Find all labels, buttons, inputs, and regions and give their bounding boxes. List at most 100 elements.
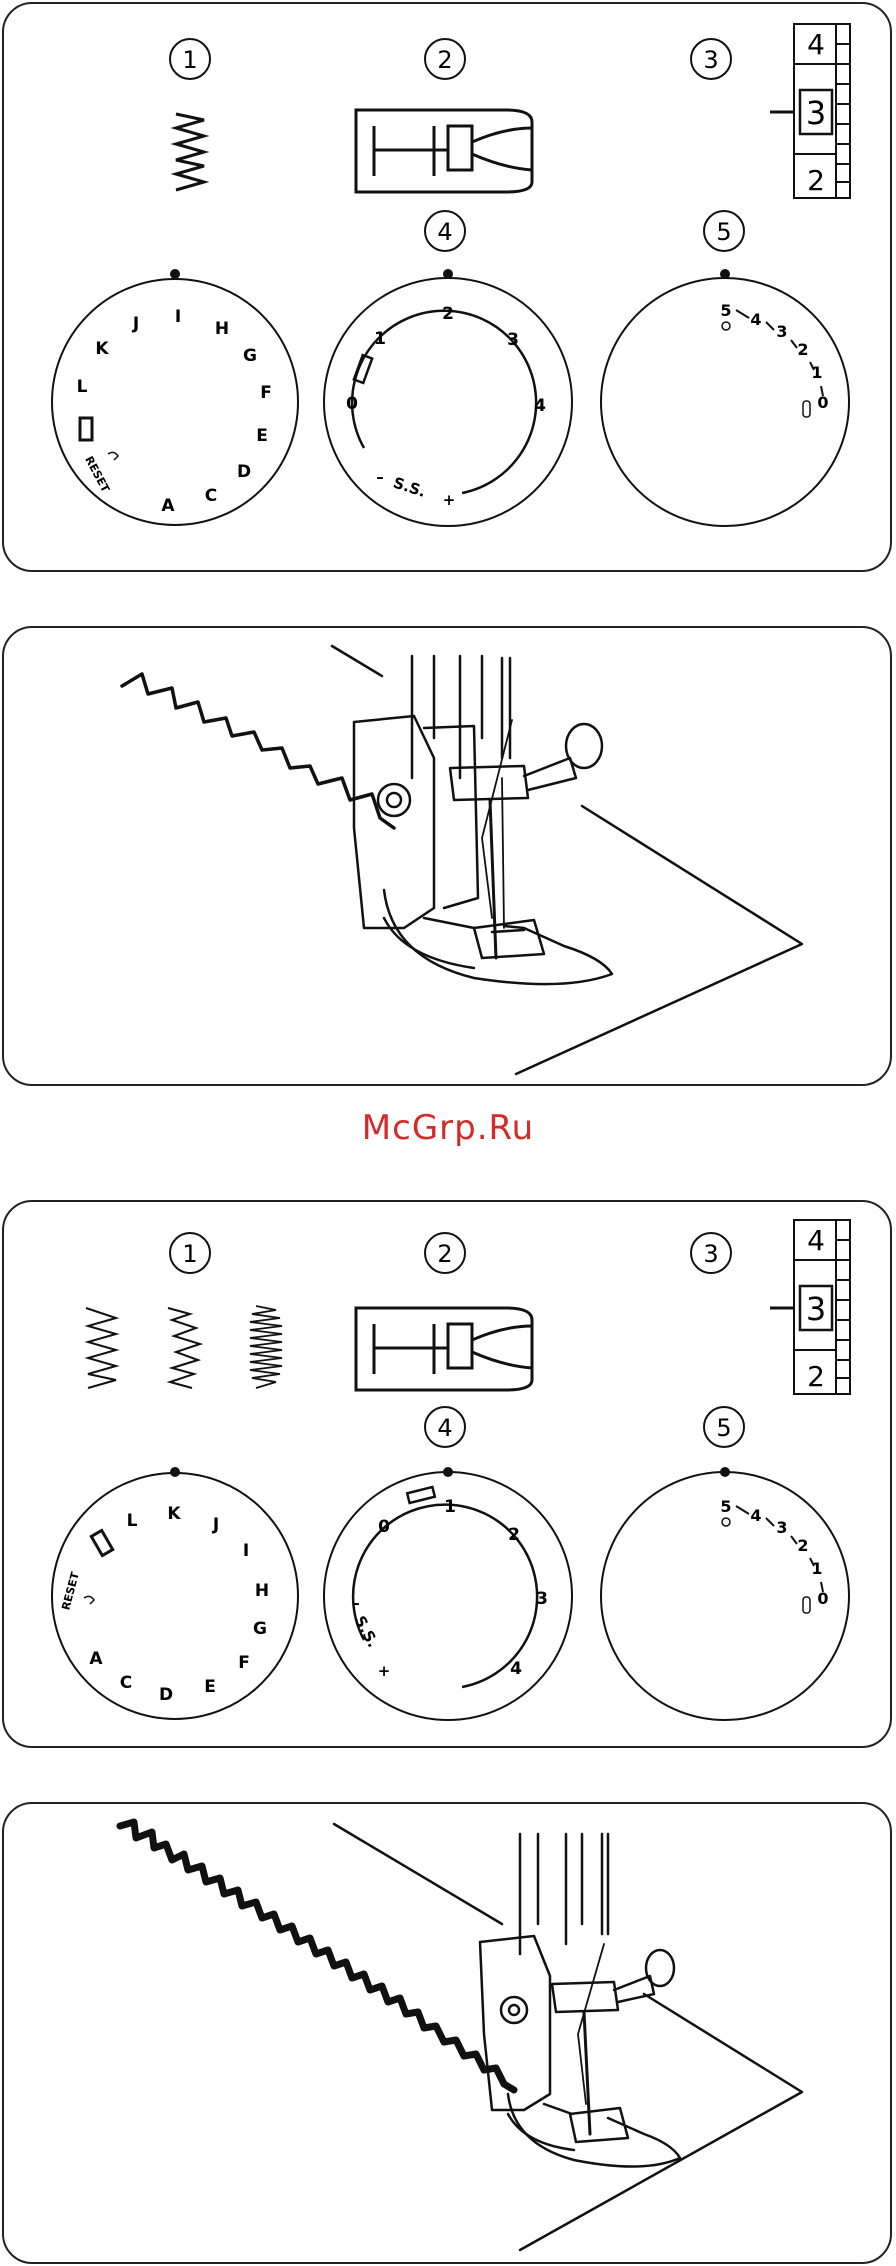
pattern-letter-i: I: [175, 307, 181, 327]
svg-text:4: 4: [437, 218, 452, 246]
svg-text:–: –: [376, 468, 384, 486]
marker-4: 4: [425, 1407, 465, 1447]
width-label-4: 4: [510, 1659, 522, 1679]
settings-panel-zigzag: 1 2 3 4 5: [2, 1200, 892, 1748]
pattern-selector-dial: I H G F E D C A L K J RESET: [52, 269, 298, 525]
pattern-letter-g: G: [243, 346, 257, 366]
marker-5: 5: [704, 211, 744, 251]
marker-3: 3: [691, 39, 731, 79]
pattern-letter-j: J: [212, 1515, 219, 1535]
length-label-1: 1: [811, 1559, 822, 1578]
sewing-illustration-blind-hem: [2, 626, 892, 1086]
svg-text:3: 3: [703, 46, 718, 74]
settings-diagram: 1 2 3 4 5: [4, 4, 894, 574]
reset-arrow-icon: [84, 1596, 94, 1604]
tension-value-4: 4: [807, 1224, 825, 1257]
pattern-letter-l: L: [77, 377, 88, 397]
stitch-length-dial: 5 4 3 2 1 0: [601, 1467, 849, 1720]
svg-text:2: 2: [437, 46, 452, 74]
marker-4: 4: [425, 211, 465, 251]
sewing-illustration-zigzag: [2, 1802, 892, 2264]
tension-value-4: 4: [807, 28, 825, 61]
marker-3: 3: [691, 1233, 731, 1273]
marker-1: 1: [170, 1233, 210, 1273]
pattern-letter-g: G: [253, 1619, 267, 1639]
pattern-reset-label: RESET: [59, 1570, 82, 1611]
length-label-4: 4: [750, 310, 761, 329]
reset-arrow-icon: [108, 452, 118, 460]
width-label-1: 1: [374, 329, 386, 349]
length-label-4: 4: [750, 1506, 761, 1525]
settings-diagram: 1 2 3 4 5: [4, 1202, 894, 1750]
svg-text:5: 5: [716, 1414, 731, 1442]
marker-5: 5: [704, 1407, 744, 1447]
pattern-selector-dial: L K J I H G F E D C A RESET: [52, 1467, 298, 1719]
pattern-letter-h: H: [215, 319, 229, 339]
width-label-ss: S.S.: [391, 474, 428, 501]
pattern-letter-f: F: [238, 1653, 250, 1673]
pattern-letter-d: D: [237, 462, 251, 482]
width-label-3: 3: [536, 1589, 548, 1609]
width-label-0: 0: [378, 1517, 390, 1537]
width-label-1: 1: [444, 1497, 456, 1517]
svg-text:5: 5: [716, 218, 731, 246]
watermark: McGrp.Ru: [0, 1108, 896, 1148]
marker-2: 2: [425, 1233, 465, 1273]
width-label-4: 4: [534, 396, 546, 416]
stitch-length-dial: 5 4 3 2 1 0: [601, 269, 849, 526]
pattern-letter-d: D: [159, 1685, 173, 1705]
pattern-letter-f: F: [260, 383, 272, 403]
tension-value-2: 2: [807, 1360, 825, 1393]
svg-text:2: 2: [437, 1240, 452, 1268]
svg-text:4: 4: [437, 1414, 452, 1442]
blind-hem-stitch-icon: [176, 114, 204, 190]
settings-panel-blind-hem: 1 2 3 4 5: [2, 2, 892, 572]
length-label-2: 2: [797, 340, 808, 359]
multi-zigzag-stitch-icon: [168, 1308, 200, 1388]
tension-value-3: 3: [806, 94, 826, 132]
pattern-letter-k: K: [95, 339, 109, 359]
presser-foot-icon: [356, 110, 532, 192]
presser-foot-icon: [356, 1308, 532, 1390]
pattern-letter-e: E: [204, 1677, 216, 1697]
length-label-3: 3: [776, 322, 787, 341]
width-indicator-mark: [407, 1487, 435, 1503]
width-label-2: 2: [508, 1525, 520, 1545]
pattern-letter-h: H: [255, 1581, 269, 1601]
pattern-indicator-mark: [91, 1530, 112, 1555]
pattern-letter-a: A: [89, 1649, 103, 1669]
width-label-3: 3: [507, 330, 519, 350]
length-label-2: 2: [797, 1536, 808, 1555]
length-label-3: 3: [776, 1518, 787, 1537]
width-label-2: 2: [442, 304, 454, 324]
length-label-1: 1: [811, 363, 822, 382]
presser-foot-illustration: [4, 1804, 894, 2266]
svg-text:3: 3: [703, 1240, 718, 1268]
tension-value-3: 3: [806, 1290, 826, 1328]
pattern-letter-k: K: [167, 1504, 181, 1524]
svg-text:+: +: [443, 491, 456, 509]
pattern-letter-c: C: [120, 1673, 132, 1693]
length-label-5: 5: [720, 301, 731, 320]
width-label-ss: S.S.: [351, 1613, 382, 1651]
pattern-letter-j: J: [132, 314, 139, 334]
width-label-0: 0: [346, 394, 358, 414]
length-label-5: 5: [720, 1497, 731, 1516]
presser-foot-illustration: [4, 628, 894, 1088]
marker-1: 1: [170, 39, 210, 79]
marker-2: 2: [425, 39, 465, 79]
pattern-letter-c: C: [205, 486, 217, 506]
tension-value-2: 2: [807, 164, 825, 197]
svg-text:1: 1: [182, 46, 197, 74]
svg-text:1: 1: [182, 1240, 197, 1268]
svg-text:+: +: [378, 1662, 391, 1680]
pattern-letter-i: I: [243, 1541, 249, 1561]
zigzag-stitch-icon: [86, 1308, 116, 1388]
stitch-width-dial: 0 1 2 3 4 S.S. – +: [324, 269, 572, 526]
stitch-width-dial: 0 1 2 3 4 S.S. – +: [324, 1467, 572, 1720]
pattern-indicator-mark: [80, 418, 92, 440]
svg-text:–: –: [352, 1594, 360, 1612]
pattern-letter-e: E: [256, 426, 268, 446]
satin-zigzag-stitch-icon: [250, 1306, 282, 1388]
pattern-letter-l: L: [127, 1511, 138, 1531]
